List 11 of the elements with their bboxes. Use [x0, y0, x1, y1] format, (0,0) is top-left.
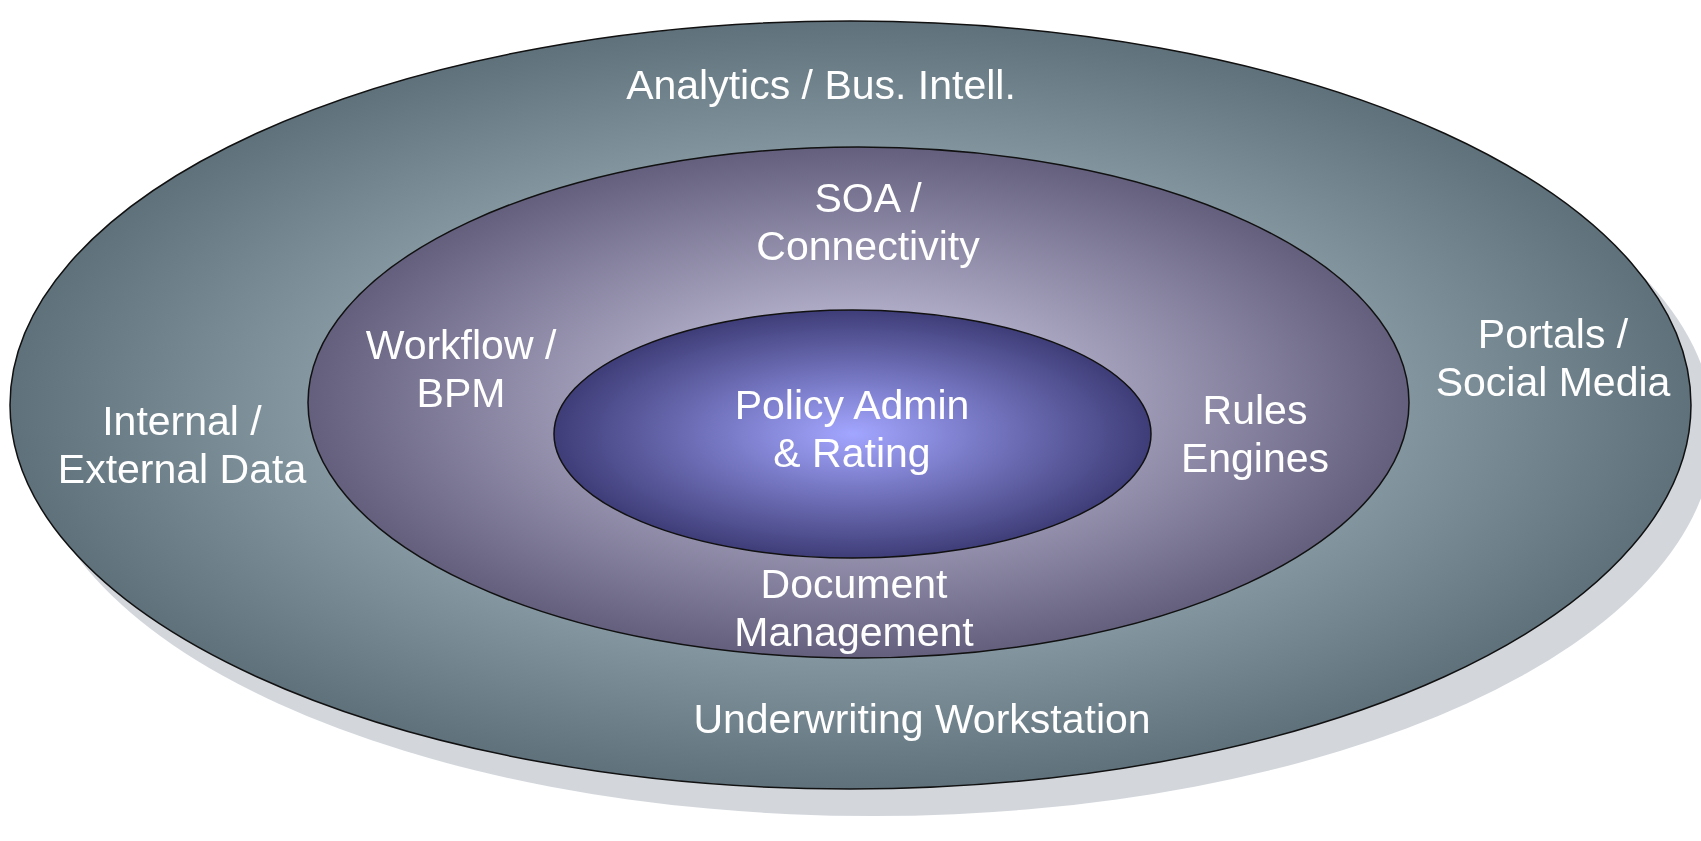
ring-label: Workflow / BPM — [364, 321, 558, 417]
ring-label: Policy Admin & Rating — [733, 381, 971, 477]
ring-label: SOA / Connectivity — [755, 174, 981, 270]
ring-label: Internal / External Data — [56, 397, 308, 493]
ring-label: Portals / Social Media — [1434, 310, 1672, 406]
ring-label: Analytics / Bus. Intell. — [626, 61, 1016, 109]
outer-ring — [9, 20, 1692, 790]
ring-label: Document Management — [733, 560, 975, 656]
ring-label: Underwriting Workstation — [693, 695, 1151, 743]
middle-ring — [307, 146, 1410, 659]
ring-label: Rules Engines — [1179, 386, 1331, 482]
